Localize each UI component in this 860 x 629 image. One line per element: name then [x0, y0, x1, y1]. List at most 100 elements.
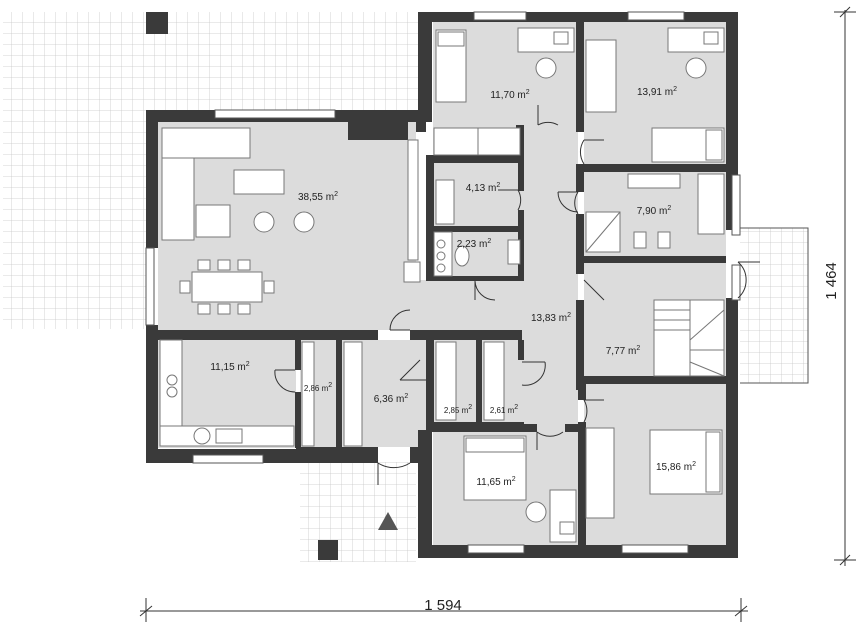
kitchen-sink	[215, 428, 243, 444]
room-area-unit-exponent: 2	[692, 461, 696, 468]
door-bed-sw	[536, 431, 564, 450]
room-area-unit-exponent: 2	[636, 345, 640, 352]
wardrobe-ne	[585, 39, 617, 113]
door-stairs	[583, 279, 605, 301]
room-area-value: 11,65 m	[476, 477, 511, 488]
room-area-value: 13,83 m	[531, 313, 567, 324]
door-bed-se	[583, 399, 604, 423]
window-bed-ne-north	[627, 11, 685, 21]
door-entrance-2	[399, 359, 426, 381]
room-area-unit-exponent: 2	[512, 476, 516, 483]
room-area-value: 6,36 m	[374, 394, 405, 405]
door-bed-ne	[580, 139, 604, 165]
room-label-closet-1: 2,85 m2	[444, 404, 472, 415]
room-area-value: 2,61 m	[490, 406, 515, 415]
staircase	[653, 299, 725, 377]
room-area-unit-exponent: 2	[468, 404, 472, 411]
windows	[145, 11, 741, 554]
room-area-unit-exponent: 2	[487, 238, 491, 245]
room-area-value: 13,91 m	[637, 87, 673, 98]
chair-nw	[535, 57, 557, 79]
door-entrance	[389, 309, 411, 331]
door-terrace-east	[737, 261, 760, 299]
window-bed-se-south	[621, 544, 689, 554]
room-label-bedroom-nw: 11,70 m2	[490, 89, 529, 101]
room-label-wc: 2,23 m2	[457, 238, 492, 250]
room-labels: 38,55 m2 11,70 m2 13,91 m2 4,13 m2 2,23 …	[210, 86, 696, 488]
room-area-value: 7,90 m	[637, 206, 668, 217]
room-area-value: 7,77 m	[606, 346, 637, 357]
room-area-value: 11,15 m	[210, 362, 245, 373]
room-area-value: 2,23 m	[457, 239, 488, 250]
dimension-width: 1 594	[139, 597, 748, 622]
door-pantry	[274, 369, 296, 393]
room-label-bathroom: 7,90 m2	[637, 205, 672, 217]
window-bed-sw-south	[467, 544, 525, 554]
room-area-value: 2,85 m	[444, 406, 469, 415]
window-stairs-east	[731, 264, 741, 301]
room-area-unit-exponent: 2	[667, 205, 671, 212]
door-bath	[557, 191, 579, 215]
window-bed-nw-north	[473, 11, 527, 21]
terrace-west	[3, 12, 148, 329]
room-area-unit-exponent: 2	[514, 404, 518, 411]
toilet	[454, 245, 470, 267]
room-area-value: 2,86 m	[304, 384, 329, 393]
window-living-west	[145, 247, 155, 326]
room-label-closet-2: 2,61 m2	[490, 404, 518, 415]
sink-wc	[507, 239, 521, 265]
room-label-stairs: 7,77 m2	[606, 345, 641, 357]
toilet-bath	[633, 231, 647, 249]
window-bath-east	[731, 174, 741, 236]
room-label-storage-1: 4,13 m2	[466, 182, 501, 194]
pouf-1	[253, 211, 275, 233]
armchair	[195, 204, 231, 238]
door-wc	[474, 280, 496, 301]
window-living-north	[214, 109, 336, 119]
window-kitchen-south	[192, 454, 264, 464]
laptop-sw	[559, 521, 575, 535]
bathtub	[697, 173, 725, 235]
chair-sw	[525, 501, 547, 523]
bidet	[657, 231, 671, 249]
hob	[166, 374, 178, 386]
room-area-value: 15,86 m	[656, 462, 692, 473]
terrace-entrance	[300, 462, 416, 562]
room-label-kitchen: 11,15 m2	[210, 361, 249, 373]
laptop-nw	[553, 31, 569, 45]
room-area-unit-exponent: 2	[246, 361, 250, 368]
room-label-bedroom-sw: 11,65 m2	[476, 476, 515, 488]
room-label-entrance: 6,36 m2	[374, 393, 409, 405]
east-terrace-outline	[740, 227, 809, 384]
dimension-depth: 1 464	[823, 6, 856, 566]
door-closets	[521, 361, 546, 386]
sofa-back	[161, 127, 251, 159]
fireplace	[403, 261, 421, 283]
pouf-2	[293, 211, 315, 233]
furniture	[159, 27, 725, 543]
floor-hallway	[522, 125, 578, 430]
doors	[274, 105, 760, 485]
dimension-depth-label: 1 464	[823, 262, 840, 300]
room-label-living: 38,55 m2	[298, 191, 338, 203]
door-storage	[498, 189, 522, 211]
door-main	[377, 462, 411, 485]
room-area-unit-exponent: 2	[328, 382, 332, 389]
room-area-value: 11,70 m	[490, 90, 525, 101]
room-area-value: 38,55 m	[298, 192, 334, 203]
tv-cabinet	[407, 139, 419, 261]
room-area-unit-exponent: 2	[496, 182, 500, 189]
dimension-width-label: 1 594	[424, 597, 462, 614]
room-area-unit-exponent: 2	[404, 393, 408, 400]
terrace-east	[740, 228, 808, 383]
room-label-pantry: 2,86 m2	[304, 382, 332, 393]
room-area-unit-exponent: 2	[567, 312, 571, 319]
room-label-bedroom-se: 15,86 m2	[656, 461, 696, 473]
entrance-arrow-icon	[378, 512, 398, 530]
terraces	[3, 12, 808, 562]
room-area-value: 4,13 m	[466, 183, 497, 194]
room-area-unit-exponent: 2	[526, 89, 530, 96]
room-area-unit-exponent: 2	[334, 191, 338, 198]
pillar-nw	[146, 12, 168, 34]
